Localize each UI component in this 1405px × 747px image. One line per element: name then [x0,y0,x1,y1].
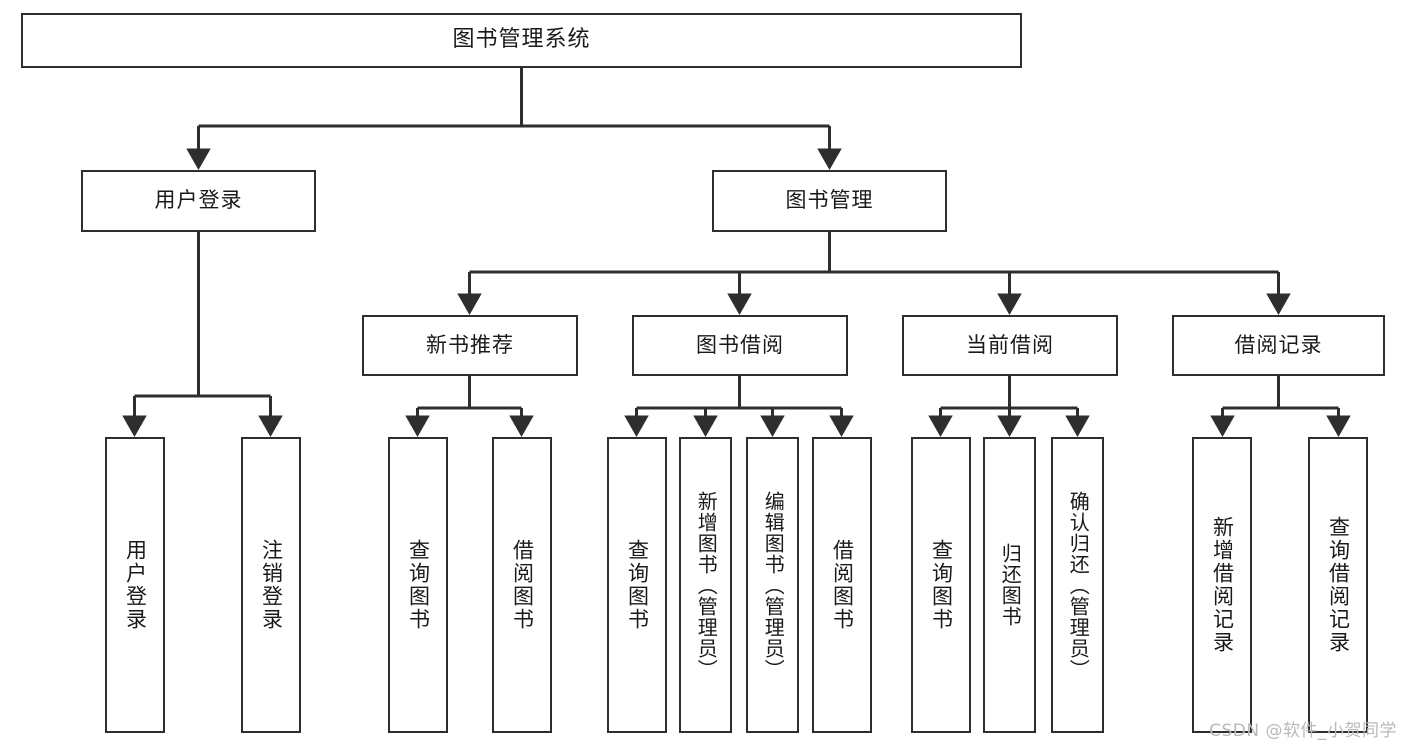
leaf-book-borrow-borrow[interactable]: 借阅图书 [812,437,872,733]
node-label: 注销登录 [259,539,284,631]
node-current-borrow[interactable]: 当前借阅 [902,315,1118,376]
leaf-new-book-borrow[interactable]: 借阅图书 [492,437,552,733]
node-label: 借阅图书 [510,539,535,631]
node-label: 新书推荐 [426,332,514,357]
connector-current-to-leaves [928,376,1090,437]
node-root-book-management-system[interactable]: 图书管理系统 [21,13,1022,68]
leaf-current-borrow-confirm-return[interactable]: 确认归还（管理员） [1051,437,1104,733]
node-label: 用户登录 [123,539,148,631]
node-user-login[interactable]: 用户登录 [81,170,316,232]
node-label: 编辑图书（管理员） [761,490,786,680]
leaf-user-login-signin[interactable]: 用户登录 [105,437,165,733]
node-label: 用户登录 [154,188,243,213]
node-label: 查询图书 [625,539,650,631]
node-label: 查询图书 [929,539,954,631]
node-label: 借阅记录 [1234,332,1323,357]
node-label: 借阅图书 [830,539,855,631]
leaf-new-book-query[interactable]: 查询图书 [388,437,448,733]
connector-record-to-leaves [1210,376,1351,437]
node-label: 图书借阅 [696,332,784,357]
leaf-book-borrow-edit[interactable]: 编辑图书（管理员） [746,437,799,733]
leaf-current-borrow-return[interactable]: 归还图书 [983,437,1036,733]
leaf-current-borrow-query[interactable]: 查询图书 [911,437,971,733]
leaf-user-login-signout[interactable]: 注销登录 [241,437,301,733]
node-label: 当前借阅 [966,332,1054,357]
node-borrow-record[interactable]: 借阅记录 [1172,315,1385,376]
node-label: 查询借阅记录 [1326,516,1351,654]
connector-bookmgmt-to-tier3 [457,232,1291,315]
node-label: 查询图书 [406,539,431,631]
connector-root-to-tier2 [186,68,842,170]
leaf-book-borrow-query[interactable]: 查询图书 [607,437,667,733]
node-new-book-recommend[interactable]: 新书推荐 [362,315,578,376]
node-label: 确认归还（管理员） [1066,490,1091,680]
leaf-book-borrow-add[interactable]: 新增图书（管理员） [679,437,732,733]
leaf-borrow-record-query[interactable]: 查询借阅记录 [1308,437,1368,733]
csdn-watermark: CSDN @软件_小贺同学 [1209,721,1397,741]
connector-userlogin-to-leaves [122,232,283,437]
node-book-management[interactable]: 图书管理 [712,170,947,232]
node-label: 图书管理 [785,188,874,213]
connector-borrow-to-leaves [624,376,854,437]
node-label: 归还图书 [998,543,1023,627]
connector-newbook-to-leaves [405,376,534,437]
node-label: 新增图书（管理员） [694,490,719,680]
leaf-borrow-record-add[interactable]: 新增借阅记录 [1192,437,1252,733]
node-label: 新增借阅记录 [1210,516,1235,654]
node-label: 图书管理系统 [452,27,591,53]
node-book-borrow[interactable]: 图书借阅 [632,315,848,376]
